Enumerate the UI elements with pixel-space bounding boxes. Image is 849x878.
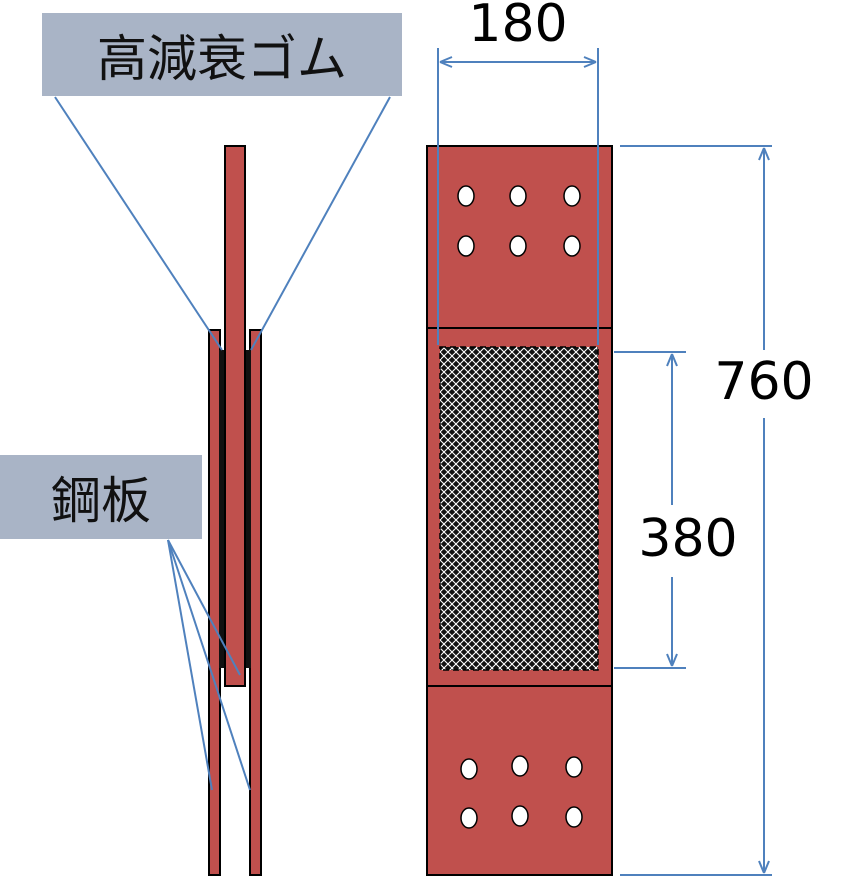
bottom-steel-plate [426,685,613,876]
dimension-lines [437,48,772,876]
bolt-hole [563,235,581,257]
outer-steel-plate-right [249,329,262,876]
bolt-hole [563,185,581,207]
bolt-hole [457,185,475,207]
rubber-label-text: 高減衰ゴム [97,29,347,88]
dimension-width: 180 [458,0,578,50]
dimension-total-height: 760 [708,350,820,418]
bolt-hole [457,235,475,257]
rubber-area [439,346,599,671]
dimension-rubber-height: 380 [630,505,746,577]
bolt-hole [509,235,527,257]
bolt-hole [509,185,527,207]
bolt-holes-bottom [460,755,583,829]
bolt-hole [460,758,478,780]
inner-steel-plate [224,145,246,687]
bolt-hole [460,807,478,829]
bolt-hole [565,756,583,778]
front-view [426,145,613,876]
bolt-hole [565,806,583,828]
rubber-layer-left [219,350,226,668]
bolt-hole [511,805,529,827]
side-view [208,145,262,876]
bolt-hole [511,755,529,777]
steel-label-text: 鋼板 [51,472,151,530]
rubber-layer-right [244,350,251,668]
outer-steel-plate-left [208,329,221,876]
bolt-holes-top [457,185,581,257]
steel-label: 鋼板 [0,455,202,539]
leader-lines [54,96,391,791]
rubber-label: 高減衰ゴム [42,13,402,96]
